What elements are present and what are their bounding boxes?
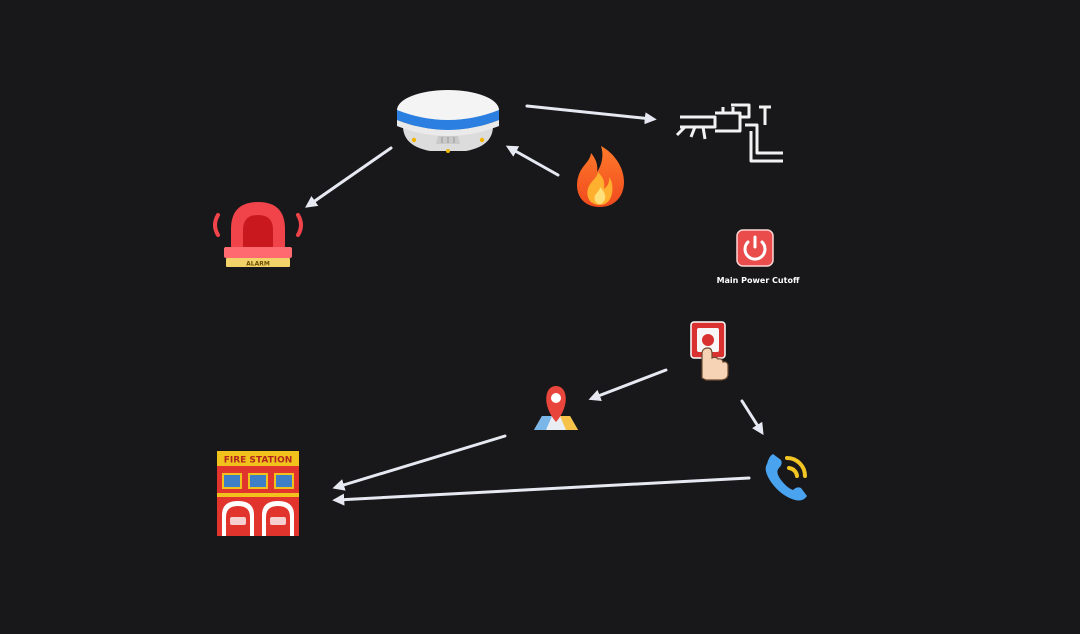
edge-pin-to-station xyxy=(332,434,507,491)
edge-fire-to-detector xyxy=(505,145,560,177)
edge-callpoint-to-phone xyxy=(740,399,764,436)
edge-callpoint-to-pin xyxy=(588,368,668,402)
smoke-detector-icon xyxy=(397,90,499,153)
edge-detector-to-pipes xyxy=(525,104,657,125)
fire-station-label: FIRE STATION xyxy=(224,456,293,466)
siren-icon: ALARM xyxy=(213,202,303,268)
power-button-icon xyxy=(736,229,774,267)
edge-detector-to-siren xyxy=(305,146,393,208)
map-pin-icon xyxy=(534,386,578,430)
phone-call-icon xyxy=(765,454,807,501)
power-button-label: Main Power Cutoff xyxy=(717,276,800,285)
fire-station-icon: FIRE STATION xyxy=(217,451,299,536)
fire-icon xyxy=(577,146,624,207)
edges xyxy=(305,104,764,506)
siren-label: ALARM xyxy=(246,261,270,268)
hand-press-button-icon xyxy=(690,321,729,381)
edge-phone-to-station xyxy=(332,476,751,506)
pipe-valve-icon xyxy=(675,103,783,163)
